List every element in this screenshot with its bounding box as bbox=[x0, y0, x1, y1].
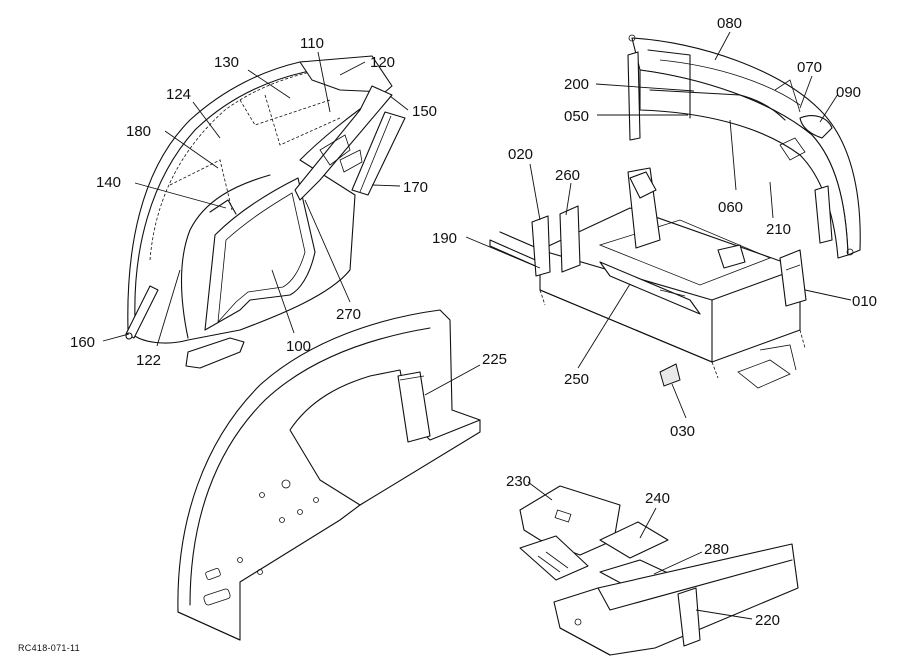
left-bracket bbox=[531, 215, 551, 277]
callout-170: 170 bbox=[403, 179, 428, 196]
corner-post bbox=[814, 185, 833, 244]
callout-110: 110 bbox=[300, 35, 324, 52]
floor-mat-right bbox=[599, 521, 669, 559]
front-upright bbox=[559, 205, 581, 273]
rear-step bbox=[553, 543, 799, 656]
callout-090: 090 bbox=[836, 84, 861, 101]
upper-rail bbox=[294, 85, 393, 201]
callout-124: 124 bbox=[166, 86, 191, 103]
vertical-strip bbox=[627, 51, 641, 141]
callout-020: 020 bbox=[508, 146, 533, 163]
lower-fender-panel bbox=[177, 309, 481, 641]
inner-plate bbox=[289, 369, 481, 506]
right-bracket bbox=[779, 249, 807, 307]
callout-240: 240 bbox=[645, 490, 670, 507]
callout-030: 030 bbox=[670, 423, 695, 440]
callout-060: 060 bbox=[718, 199, 743, 216]
leader-lines bbox=[102, 31, 852, 620]
callout-250: 250 bbox=[564, 371, 589, 388]
callout-100: 100 bbox=[286, 338, 311, 355]
callout-190: 190 bbox=[432, 230, 457, 247]
callout-070: 070 bbox=[797, 59, 822, 76]
callout-labels: 110 130 120 124 150 180 140 170 270 100 … bbox=[18, 15, 877, 653]
door-window-frame bbox=[204, 177, 316, 331]
callout-140: 140 bbox=[96, 174, 121, 191]
step-clamp bbox=[677, 587, 701, 647]
callout-180: 180 bbox=[126, 123, 151, 140]
callout-200: 200 bbox=[564, 76, 589, 93]
callout-150: 150 bbox=[412, 103, 437, 120]
floor-mat-assembly bbox=[519, 485, 799, 656]
wedge-block bbox=[659, 363, 681, 387]
floor-mat-left bbox=[519, 485, 621, 556]
cross-bar bbox=[599, 261, 701, 315]
callout-220: 220 bbox=[755, 612, 780, 629]
callout-225: 225 bbox=[482, 351, 507, 368]
lower-step-trim bbox=[185, 337, 245, 369]
callout-122: 122 bbox=[136, 352, 161, 369]
callout-120: 120 bbox=[370, 54, 395, 71]
rear-glass bbox=[799, 115, 833, 139]
side-strip bbox=[351, 111, 406, 196]
callout-210: 210 bbox=[766, 221, 791, 238]
callout-010: 010 bbox=[852, 293, 877, 310]
drawing-code: RC418-071-11 bbox=[18, 643, 80, 653]
callout-050: 050 bbox=[564, 108, 589, 125]
callout-230: 230 bbox=[506, 473, 531, 490]
vertical-support bbox=[397, 371, 431, 443]
cab-frame-assembly bbox=[489, 167, 807, 389]
callout-160: 160 bbox=[70, 334, 95, 351]
callout-260: 260 bbox=[555, 167, 580, 184]
callout-080: 080 bbox=[717, 15, 742, 32]
callout-130: 130 bbox=[214, 54, 239, 71]
callout-280: 280 bbox=[704, 541, 729, 558]
mount-block bbox=[717, 244, 746, 269]
left-fender-assembly bbox=[125, 55, 406, 369]
top-block bbox=[629, 171, 657, 199]
callout-270: 270 bbox=[336, 306, 361, 323]
